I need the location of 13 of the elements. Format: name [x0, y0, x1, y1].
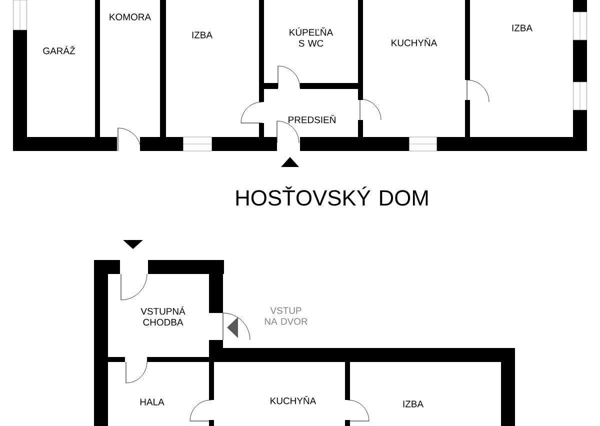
room-label: PREDSIEŇ	[288, 114, 336, 124]
room-label: HALA	[140, 398, 164, 406]
room-label: KÚPEĽŇA S WC	[290, 27, 334, 47]
room-label: KOMORA	[110, 14, 152, 20]
area-label: VSTUP NA DVOR	[264, 307, 308, 325]
room-label: IZBA	[192, 32, 212, 38]
room-label: KUCHYŇA	[270, 396, 316, 404]
room-label: GARÁŽ	[43, 46, 75, 54]
room-label: IZBA	[403, 400, 424, 408]
room-label: IZBA	[512, 24, 532, 32]
room-label: VSTUPNÁ CHODBA	[140, 306, 186, 326]
room-label: KUCHYŇA	[392, 38, 438, 46]
plan-title: HOSŤOVSKÝ DOM	[236, 186, 428, 206]
